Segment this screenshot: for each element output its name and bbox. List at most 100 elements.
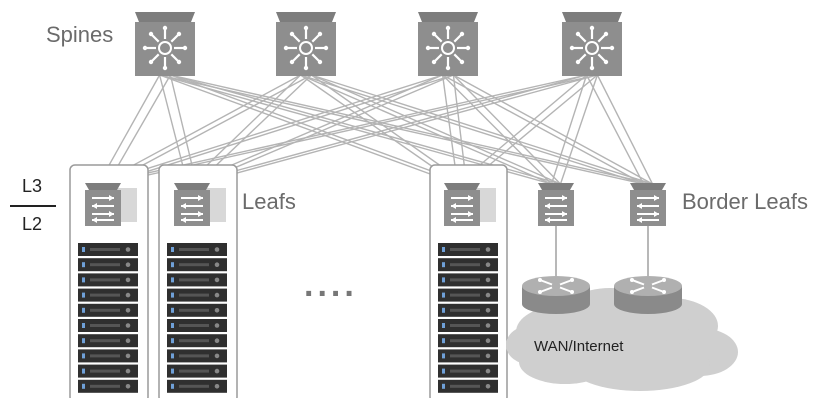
border-leafs-label: Border Leafs <box>682 189 808 214</box>
server-icon <box>167 303 227 317</box>
spine-leaf-link <box>442 74 552 185</box>
spine-switch-arrowhead <box>445 25 451 31</box>
server-slot <box>179 324 209 327</box>
router-arrowhead <box>538 290 542 294</box>
leaf-switch-arrowhead <box>654 195 659 201</box>
leaf-switch-arrowhead <box>181 217 186 223</box>
server-led <box>171 353 174 359</box>
server-slot <box>90 384 120 388</box>
router-base <box>522 294 590 314</box>
router-arrow <box>631 279 645 286</box>
spine-switch-top <box>276 12 336 22</box>
server-slot <box>179 369 209 373</box>
server-slot <box>179 293 209 297</box>
server-slot <box>179 384 209 388</box>
server-led <box>171 262 174 268</box>
server-slot <box>450 384 480 388</box>
leaf-switch-arrowhead <box>654 211 659 217</box>
router-arrow <box>559 286 573 293</box>
server-led <box>82 247 85 252</box>
spine-switch-arrowhead <box>603 59 609 65</box>
nodes-layer <box>69 12 738 398</box>
server-button <box>214 338 220 344</box>
server-slot <box>450 369 480 373</box>
router-arrowhead <box>662 290 666 294</box>
spine-switch-arrowhead <box>589 25 595 31</box>
server-button <box>485 262 491 268</box>
spine-switch-arrowhead <box>575 59 581 65</box>
spine-switch-arrowhead <box>323 45 329 51</box>
server-slot <box>90 248 120 251</box>
server-slot <box>450 308 480 312</box>
leaf-switch-arrowhead <box>637 203 642 209</box>
server-icon <box>78 349 138 363</box>
spine-switch-arrowhead <box>431 59 437 65</box>
server-button <box>214 247 220 252</box>
router-arrow <box>631 286 645 293</box>
spine-leaf-link <box>585 74 645 185</box>
spines-label: Spines <box>46 22 114 47</box>
server-button <box>214 353 220 359</box>
server-slot <box>450 293 480 297</box>
router-arrowhead <box>538 278 542 282</box>
spine-leaf-link <box>311 74 653 185</box>
server-icon <box>167 334 227 348</box>
server-button <box>485 292 491 298</box>
router-icon <box>614 276 682 314</box>
leaf-switch-arrowhead <box>198 195 203 201</box>
server-slot <box>450 339 480 343</box>
server-led <box>442 307 445 313</box>
spine-switch-arrowhead <box>603 31 609 37</box>
server-button <box>214 277 220 283</box>
leafs-label: Leafs <box>242 189 296 214</box>
router-arrowhead <box>630 278 634 282</box>
server-button <box>485 308 491 313</box>
spine-switch-arrowhead <box>465 45 471 51</box>
server-led <box>442 353 445 359</box>
server-button <box>125 247 131 252</box>
spine-leaf-link <box>196 74 454 185</box>
server-slot <box>90 263 120 267</box>
server-slot <box>450 248 480 251</box>
server-button <box>125 262 131 268</box>
server-button <box>485 353 491 359</box>
leaf-switch-icon <box>538 183 574 226</box>
spine-switch-arrowhead <box>162 65 168 71</box>
server-slot <box>179 278 209 282</box>
server-button <box>125 292 131 298</box>
spine-switch-arrowhead <box>148 31 154 37</box>
server-button <box>125 323 131 328</box>
server-icon <box>78 334 138 348</box>
server-icon <box>438 273 498 287</box>
leaf-switch-arrowhead <box>109 195 114 201</box>
server-icon <box>438 303 498 317</box>
router-arrow <box>651 286 665 293</box>
router-arrowhead <box>630 290 634 294</box>
router-top <box>522 276 590 296</box>
server-led <box>82 353 85 359</box>
spine-switch-arrowhead <box>176 31 182 37</box>
server-icon <box>78 243 138 256</box>
spine-switch-arrowhead <box>425 45 431 51</box>
leaf-switch-top <box>85 183 121 190</box>
server-icon <box>438 258 498 272</box>
server-led <box>82 262 85 268</box>
server-led <box>442 247 445 252</box>
spine-switch-icon <box>562 12 622 76</box>
server-led <box>171 368 174 374</box>
spine-switch-hub <box>299 41 313 55</box>
server-button <box>125 368 131 374</box>
server-button <box>485 368 491 374</box>
server-slot <box>90 324 120 327</box>
server-icon <box>167 258 227 272</box>
spine-switch-arrowhead <box>569 45 575 51</box>
leaf-switch-arrowhead <box>451 217 456 223</box>
server-icon <box>78 258 138 272</box>
server-led <box>442 323 445 328</box>
server-button <box>485 277 491 283</box>
router-arrow <box>539 279 553 286</box>
server-slot <box>179 308 209 312</box>
server-led <box>82 323 85 328</box>
router-base <box>614 294 682 314</box>
spine-switch-top <box>418 12 478 22</box>
